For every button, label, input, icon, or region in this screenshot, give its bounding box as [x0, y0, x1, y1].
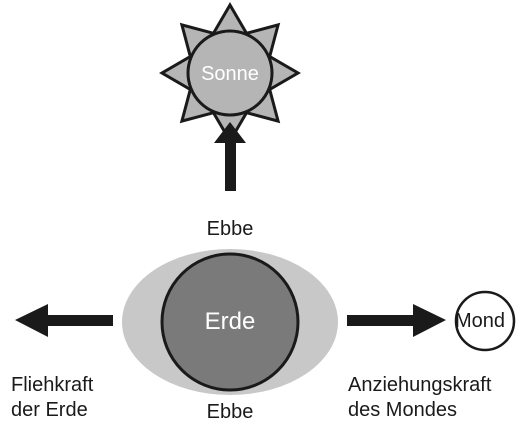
moon-label: Mond [455, 310, 506, 332]
ebb-bottom-label: Ebbe [206, 401, 254, 423]
attraction-label-line2: des Mondes [348, 399, 457, 421]
earth-label: Erde [204, 308, 256, 335]
centrifugal-label-line1: Fliehkraft [11, 374, 94, 396]
centrifugal-force-arrow [15, 304, 113, 337]
moon-disc [454, 290, 516, 352]
sun-label: Sonne [201, 63, 259, 85]
centrifugal-label-line2: der Erde [11, 399, 88, 421]
ebb-top-label: Ebbe [206, 218, 254, 240]
arrow-to-sun [214, 122, 246, 191]
moon-attraction-arrow [347, 304, 446, 337]
earth-disc [160, 252, 300, 392]
sun [159, 2, 301, 144]
attraction-label-line1: Anziehungskraft [348, 374, 492, 396]
sun-disc [186, 29, 274, 117]
